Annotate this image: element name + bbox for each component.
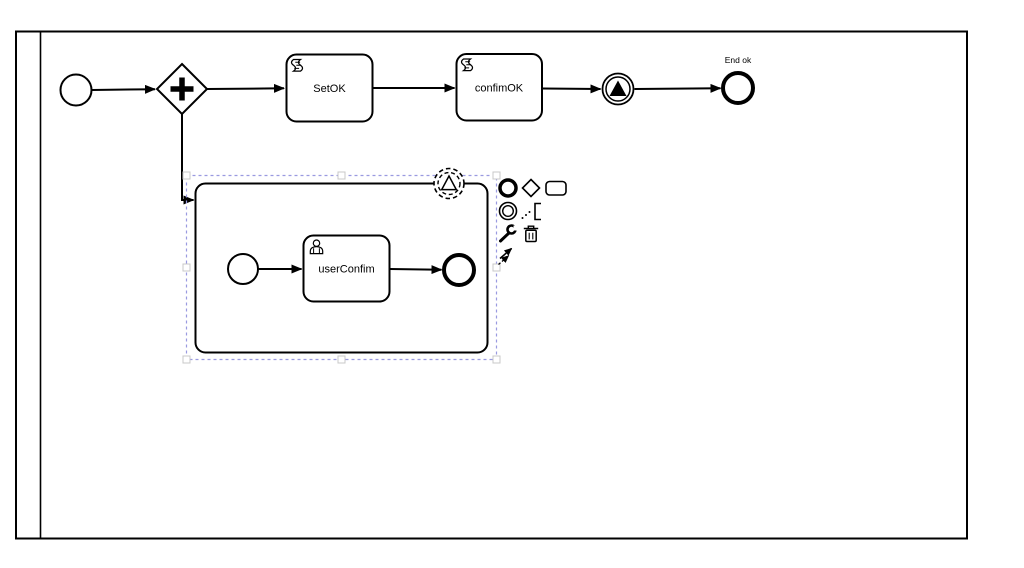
trash-icon — [523, 225, 539, 243]
end-event-icon — [498, 178, 518, 198]
connect-button[interactable] — [498, 247, 513, 265]
resize-handle-w[interactable] — [182, 263, 191, 272]
script-task-setok[interactable]: SetOK — [285, 53, 374, 123]
subprocess-end-event[interactable] — [442, 253, 476, 287]
task-icon — [545, 180, 567, 196]
append-end-event-button[interactable] — [498, 178, 518, 198]
resize-handle-sw[interactable] — [182, 355, 191, 364]
script-icon — [460, 58, 474, 72]
subprocess-start-event[interactable] — [227, 253, 259, 285]
sequence-flow[interactable] — [634, 83, 722, 93]
append-text-annotation-button[interactable] — [521, 202, 542, 221]
append-task-button[interactable] — [545, 180, 567, 196]
signal-intermediate-throw-event[interactable] — [601, 72, 635, 106]
script-task-confimok[interactable]: confimOK — [455, 53, 543, 122]
sequence-flow[interactable] — [206, 83, 285, 93]
task-label: confimOK — [475, 83, 524, 95]
user-icon — [309, 239, 324, 255]
end-event[interactable] — [721, 71, 755, 105]
intermediate-event-icon — [498, 201, 518, 221]
connect-arrow-icon — [498, 247, 513, 265]
end-event-label[interactable]: End ok — [725, 55, 752, 65]
task-label: SetOK — [313, 83, 346, 95]
resize-handle-e[interactable] — [492, 263, 501, 272]
text-annotation-icon — [521, 202, 541, 221]
context-pad — [498, 178, 567, 265]
sequence-flow[interactable] — [542, 84, 602, 94]
parallel-plus-icon — [170, 77, 194, 101]
script-icon — [290, 58, 304, 72]
sequence-flow[interactable] — [181, 114, 195, 205]
signal-triangle-icon — [440, 174, 458, 191]
resize-handle-n[interactable] — [337, 171, 346, 180]
sequence-flow[interactable] — [389, 265, 443, 275]
resize-handle-nw[interactable] — [182, 171, 191, 180]
resize-handle-se[interactable] — [492, 355, 501, 364]
user-task-userconfim[interactable]: userConfim — [302, 234, 391, 303]
sequence-flow[interactable] — [91, 84, 156, 94]
signal-boundary-event[interactable] — [433, 167, 465, 200]
append-intermediate-event-button[interactable] — [498, 201, 518, 221]
wrench-icon — [499, 224, 520, 243]
change-type-button[interactable] — [499, 224, 520, 243]
signal-triangle-icon — [609, 80, 627, 96]
task-label: userConfim — [318, 264, 374, 276]
resize-handle-ne[interactable] — [492, 171, 501, 180]
gateway-icon — [521, 178, 541, 198]
delete-button[interactable] — [523, 225, 539, 243]
parallel-gateway[interactable] — [155, 62, 209, 116]
append-gateway-button[interactable] — [521, 178, 541, 198]
start-event[interactable] — [59, 73, 93, 107]
resize-handle-s[interactable] — [337, 355, 346, 364]
